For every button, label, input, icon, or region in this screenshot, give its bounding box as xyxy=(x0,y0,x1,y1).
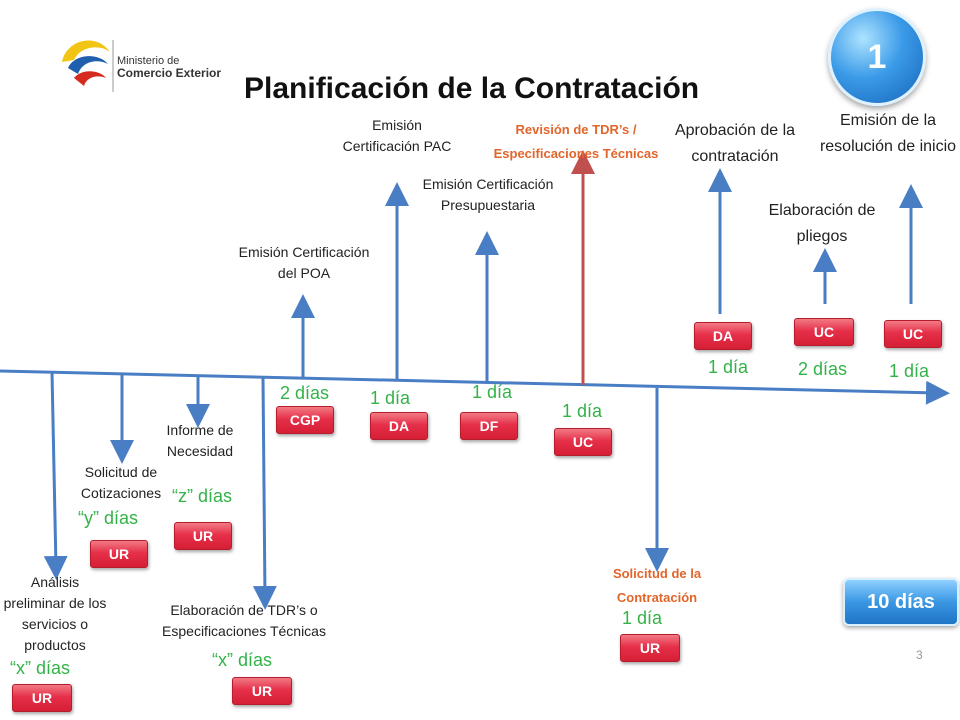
arrow-tdr xyxy=(252,377,277,610)
unit-box-tdr: UR xyxy=(232,677,292,705)
ministry-logo-icon xyxy=(62,40,114,92)
duration-aprobacion: 1 día xyxy=(708,357,749,377)
label-revision: Revisión de TDR’s / Especificaciones Téc… xyxy=(493,122,659,161)
page-number: 3 xyxy=(916,648,923,662)
duration-tdr: “x” días xyxy=(212,650,273,670)
unit-box-necesidad: UR xyxy=(174,522,232,550)
unit-box-presupuestaria: DF xyxy=(460,412,518,440)
duration-poa: 2 días xyxy=(280,383,330,403)
duration-resolucion: 1 día xyxy=(889,361,930,381)
duration-pac: 1 día xyxy=(370,388,411,408)
unit-box-pliegos: UC xyxy=(794,318,854,346)
duration-necesidad: “z” días xyxy=(172,486,233,506)
duration-revision: 1 día xyxy=(562,401,603,421)
unit-box-solicitud: UR xyxy=(620,634,680,662)
label-resolucion: Emisión de la resolución de inicio xyxy=(819,112,957,155)
label-pliegos: Elaboración de pliegos xyxy=(768,202,876,245)
page-title: Planificación de la Contratación xyxy=(244,72,700,105)
unit-box-aprobacion: DA xyxy=(694,322,752,350)
label-aprobacion: Aprobación de la contratación xyxy=(674,122,796,165)
step-number-badge: 1 xyxy=(828,8,926,106)
unit-box-poa: CGP xyxy=(276,406,334,434)
logo-line1: Ministerio de xyxy=(117,55,180,67)
label-presupuestaria: Emisión Certificación Presupuestaria xyxy=(422,176,554,213)
label-necesidad: Informe de Necesidad xyxy=(166,422,234,459)
label-tdr: Elaboración de TDR’s o Especificaciones … xyxy=(162,602,326,639)
timeline-axis xyxy=(0,369,950,405)
duration-analisis: “x” días xyxy=(10,658,71,678)
arrow-analisis xyxy=(43,371,68,580)
label-solicitud: Solicitud de la Contratación xyxy=(612,566,702,605)
label-cotizaciones: Solicitud de Cotizaciones xyxy=(80,464,162,501)
unit-box-analisis: UR xyxy=(12,684,72,712)
duration-presupuestaria: 1 día xyxy=(472,382,513,402)
label-pac: Emisión Certificación PAC xyxy=(342,117,452,154)
duration-cotizaciones: “y” días xyxy=(78,508,139,528)
unit-box-pac: DA xyxy=(370,412,428,440)
unit-box-cotizaciones: UR xyxy=(90,540,148,568)
label-analisis: Análisis preliminar de los servicios o p… xyxy=(3,574,107,653)
unit-box-resolucion: UC xyxy=(884,320,942,348)
label-poa: Emisión Certificación del POA xyxy=(238,244,370,281)
logo-line2: Comercio Exterior xyxy=(117,66,222,80)
unit-box-revision: UC xyxy=(554,428,612,456)
logo-text: Ministerio de Comercio Exterior xyxy=(117,55,221,80)
duration-solicitud: 1 día xyxy=(622,608,663,628)
duration-pliegos: 2 días xyxy=(798,359,848,379)
total-duration-badge: 10 días xyxy=(843,578,959,626)
